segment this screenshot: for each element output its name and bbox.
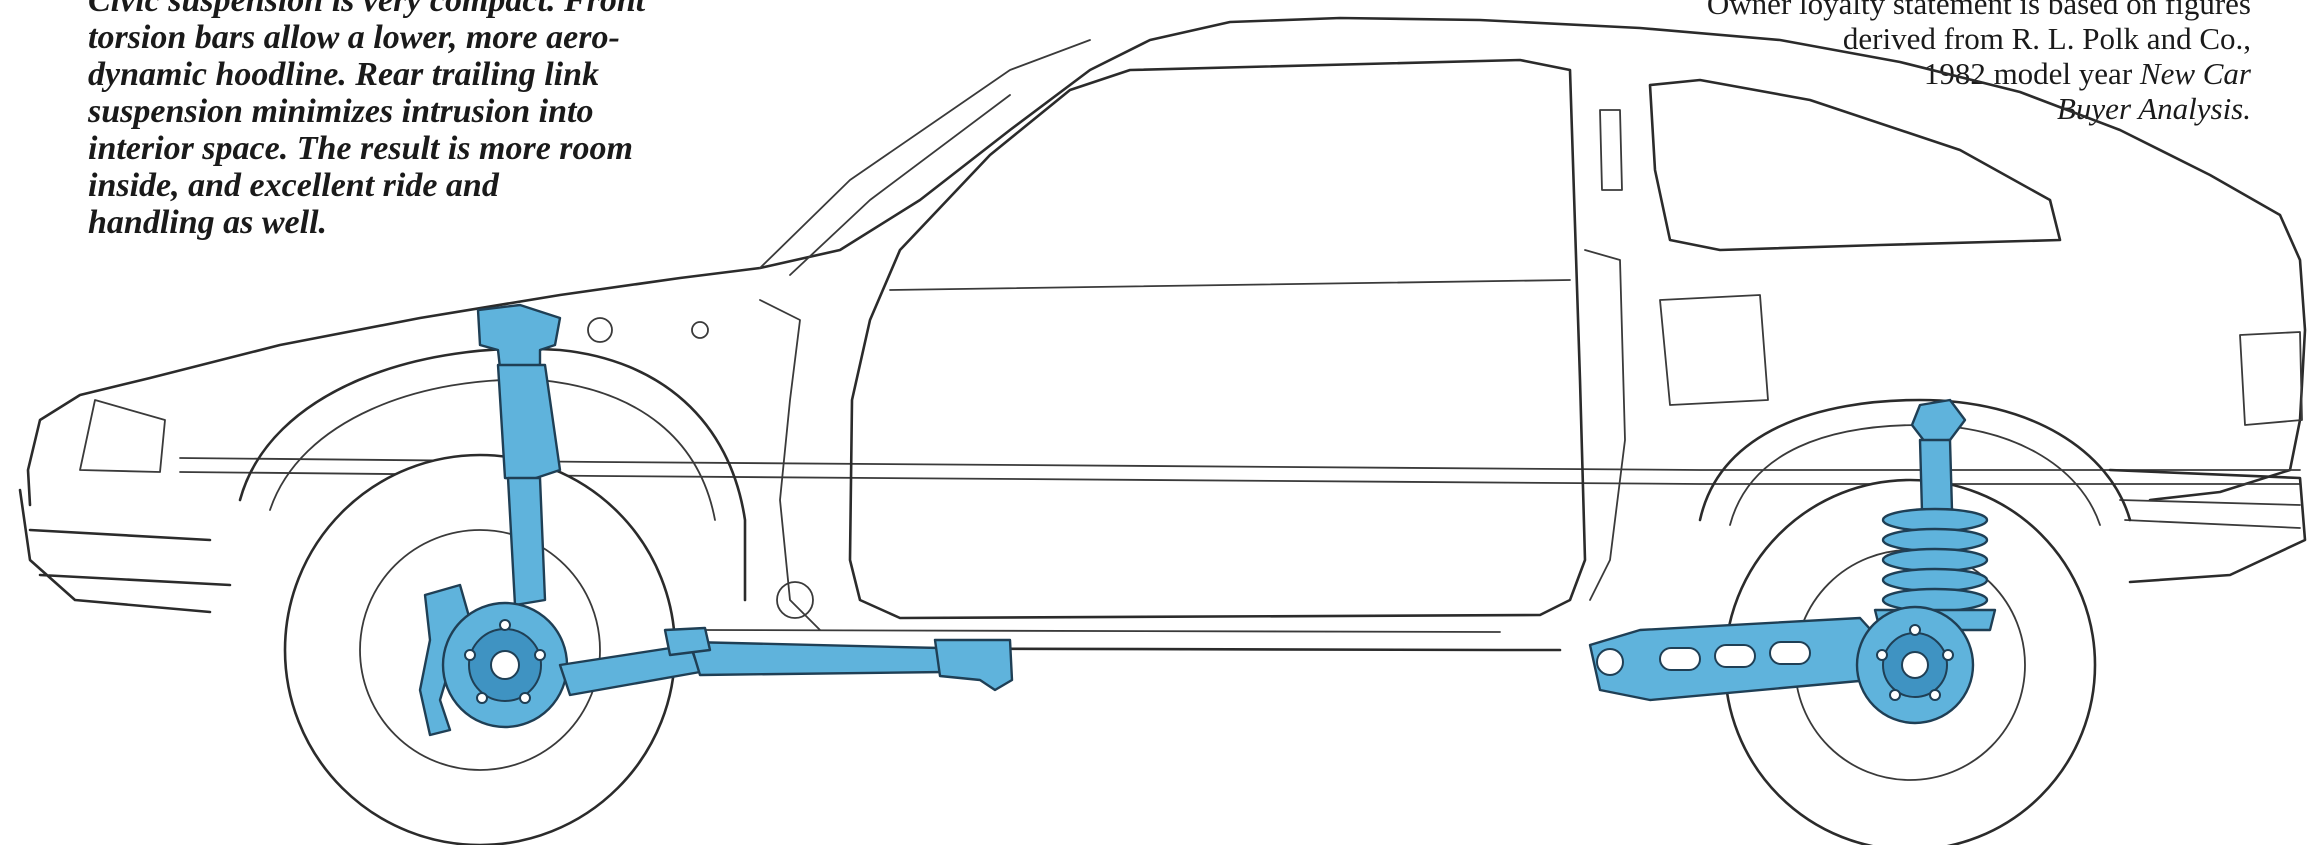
caption-line-2: torsion bars allow a lower, more aero- — [88, 19, 620, 56]
footnote-line-2: derived from R. L. Polk and Co., — [1842, 21, 2251, 56]
front-lug-3 — [519, 692, 531, 704]
rear-suspension — [1588, 398, 1997, 725]
footnote-line-1: Owner loyalty statement is based on figu… — [1706, 0, 2251, 21]
rear-shock-body — [1918, 438, 1954, 514]
footnote-line-4-italic: Buyer Analysis. — [2056, 91, 2251, 126]
front-arm-bracket — [663, 626, 712, 657]
c-pillar-slot — [1599, 109, 1623, 191]
taillight — [2239, 331, 2303, 426]
front-wheel-arch — [238, 347, 747, 602]
front-lug-5 — [464, 649, 476, 661]
caption-line-6: inside, and excellent ride and — [88, 167, 499, 204]
rear-bumper-lines — [2119, 499, 2301, 529]
rear-lug-4 — [1889, 689, 1901, 701]
footnote-line-3: 1982 model year New Car — [1491, 56, 2251, 91]
b-pillar — [1584, 249, 1626, 601]
front-strut-mount — [476, 303, 562, 370]
trailing-link-bushing — [1596, 648, 1624, 676]
suspension-caption: Civic suspension is very compact. Front … — [88, 0, 768, 241]
footnote-line-3-prefix: 1982 model year — [1923, 56, 2140, 91]
door-inner-line — [889, 279, 1571, 291]
trailing-link-slot-2 — [1714, 644, 1756, 668]
a-pillar-inner — [789, 94, 1011, 276]
a-pillar-structure — [759, 299, 821, 631]
strut-tower-hole-2 — [691, 321, 709, 339]
rear-quarter-window — [1648, 78, 2062, 252]
front-bumper — [18, 488, 232, 614]
fuel-door — [1659, 294, 1769, 406]
front-strut-rod — [506, 476, 547, 607]
spring-coil-3 — [1881, 547, 1989, 573]
caption-line-1: Civic suspension is very compact. Front — [88, 0, 646, 19]
rear-shock-mount — [1910, 398, 1967, 444]
windshield-pillar — [759, 39, 1091, 269]
front-rim — [359, 529, 601, 771]
spring-coil-5 — [1881, 587, 1989, 613]
rear-lug-2 — [1942, 649, 1954, 661]
strut-tower-hole-1 — [587, 317, 613, 343]
front-strut-body — [496, 363, 562, 482]
torsion-bar-anchor — [933, 638, 1014, 692]
beltline-upper — [179, 457, 2301, 471]
trailing-link-slot-1 — [1659, 647, 1701, 671]
front-lug-1 — [499, 619, 511, 631]
caption-line-3: dynamic hoodline. Rear trailing link — [88, 56, 600, 93]
caption-line-4: suspension minimizes intrusion into — [88, 93, 594, 130]
owner-loyalty-footnote: Owner loyalty statement is based on figu… — [1491, 0, 2251, 126]
front-suspension — [418, 303, 1014, 737]
rear-lug-5 — [1876, 649, 1888, 661]
door-and-windows — [587, 39, 2062, 631]
beltline-lower — [179, 471, 2301, 485]
trailing-link-slot-3 — [1769, 641, 1811, 665]
caption-line-7: handling as well. — [88, 204, 328, 241]
footnote-line-3-italic: New Car — [2139, 56, 2251, 91]
rear-lug-3 — [1929, 689, 1941, 701]
front-lug-4 — [476, 692, 488, 704]
pillar-hole — [776, 581, 814, 619]
caption-line-5: interior space. The result is more room — [88, 130, 633, 167]
rear-lug-1 — [1909, 624, 1921, 636]
door-opening — [848, 58, 1587, 620]
rear-wheel-arch — [1698, 398, 2132, 522]
footnote-line-4: Buyer Analysis. — [1491, 91, 2251, 126]
body-silhouette — [26, 16, 2307, 507]
rocker-inner — [699, 629, 1501, 633]
spring-coil-1 — [1881, 507, 1989, 533]
headlight — [79, 399, 166, 473]
rear-bumper — [2108, 468, 2307, 584]
front-lug-2 — [534, 649, 546, 661]
spring-coil-4 — [1881, 567, 1989, 593]
spring-coil-2 — [1881, 527, 1989, 553]
rear-hub-bore — [1901, 651, 1929, 679]
car-body — [18, 16, 2307, 652]
rear-coil-spring — [1881, 507, 1989, 613]
front-hub-bore — [490, 650, 520, 680]
